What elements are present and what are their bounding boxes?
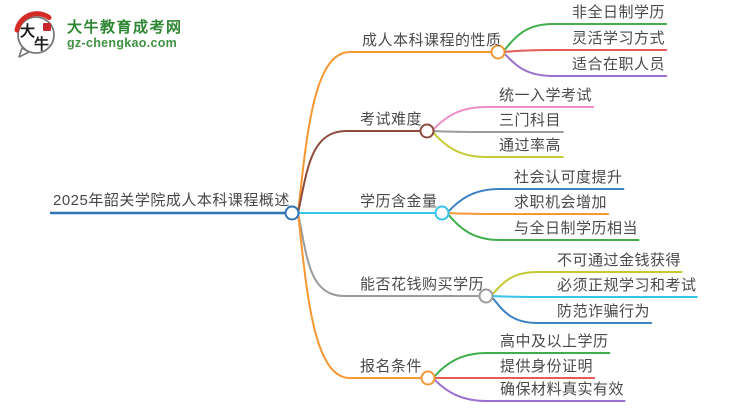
svg-text:大: 大 [20,22,35,40]
daniu-logo-icon: 大 牛 [14,11,55,58]
leaf-label: 统一入学考试 [499,87,593,104]
branch-node-circle [419,123,435,139]
leaf-line [432,377,626,402]
leaf-label: 必须正规学习和考试 [557,277,697,294]
leaf-label: 防范诈骗行为 [557,303,651,320]
leaf-line [502,23,668,53]
leaf-line [431,106,595,132]
svg-text:牛: 牛 [34,35,49,53]
leaf-label: 通过率高 [499,137,562,154]
site-logo[interactable]: 大 牛 大牛教育成考网 gz-chengkao.com [12,10,183,60]
branch-node-circle [478,288,494,304]
leaf-label: 不可通过金钱获得 [557,252,682,269]
site-name: 大牛教育成考网 [67,19,183,37]
central-node-circle [284,205,300,221]
leaf-line [431,130,564,133]
central-topic-label: 2025年韶关学院成人本科课程概述 [53,192,290,209]
leaf-line [490,271,683,297]
leaf-label: 灵活学习方式 [572,30,666,47]
branch-label: 学历含金量 [360,193,438,210]
leaf-line [502,49,668,53]
leaf-line [446,188,625,214]
leaf-label: 高中及以上学历 [500,333,609,350]
branch-label: 考试难度 [360,111,423,128]
leaf-line [432,352,611,379]
leaf-line [431,130,564,158]
branch-node-circle [490,44,506,60]
leaf-label: 非全日制学历 [572,4,666,21]
leaf-label: 求职机会增加 [514,194,608,211]
branch-line [297,212,429,379]
leaf-line [446,212,640,241]
branch-node-circle [434,205,450,221]
leaf-line [502,51,668,77]
leaf-label: 与全日制学历相当 [514,220,639,237]
leaf-line [490,295,698,298]
branch-label: 能否花钱购买学历 [360,276,485,293]
site-domain: gz-chengkao.com [67,36,178,51]
branch-node-circle [420,370,436,386]
leaf-label: 适合在职人员 [572,56,666,73]
leaf-label: 社会认可度提升 [514,169,623,186]
leaf-label: 确保材料真实有效 [500,381,625,398]
leaf-line [446,212,610,215]
branch-label: 报名条件 [360,358,423,375]
leaf-line [490,295,653,324]
branch-line [297,130,428,214]
leaf-label: 三门科目 [499,112,562,129]
leaf-label: 提供身份证明 [500,358,594,375]
branch-line [297,51,499,214]
branch-line [297,212,487,297]
branch-label: 成人本科课程的性质 [362,32,502,49]
